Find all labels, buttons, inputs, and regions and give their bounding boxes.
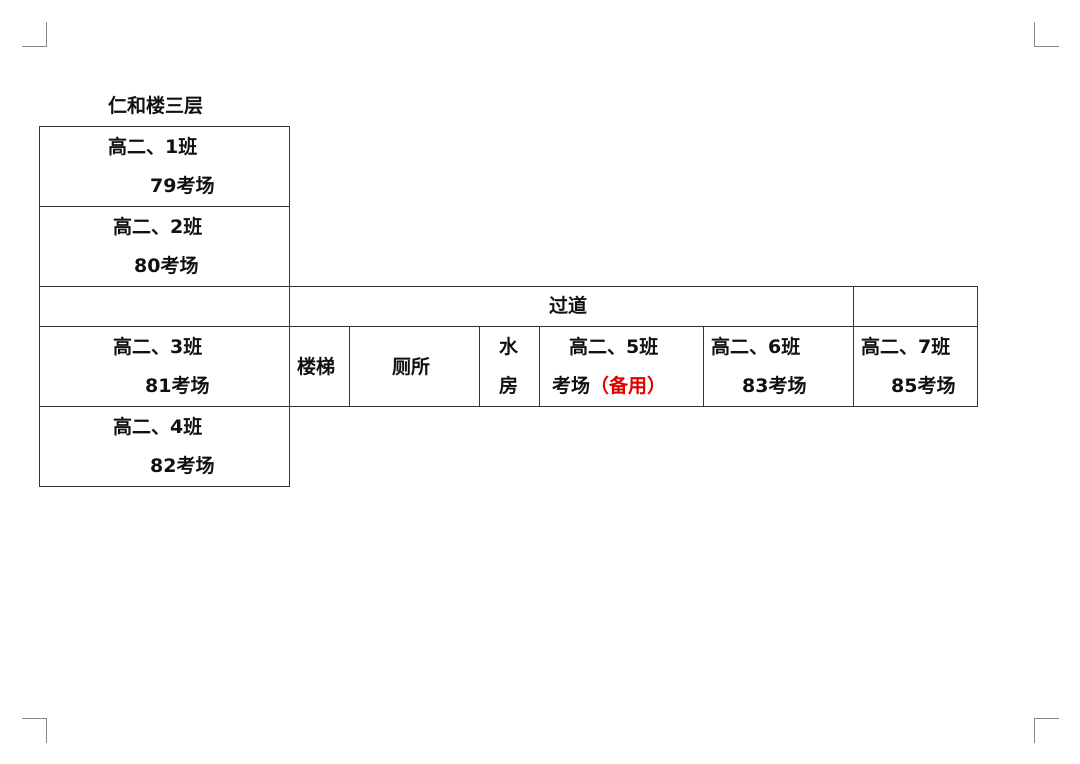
exam-room-label: 83考场 xyxy=(742,375,807,397)
exam-room-label: 82考场 xyxy=(150,455,215,477)
page-title: 仁和楼三层 xyxy=(108,95,204,117)
corner-mark-tl xyxy=(46,22,47,47)
class-label: 高二、4班 xyxy=(113,416,203,438)
corridor-right-empty xyxy=(853,286,978,327)
backup-note: （备用） xyxy=(590,375,667,397)
water-room-label: 房 xyxy=(499,375,519,397)
class-label: 高二、5班 xyxy=(569,336,659,358)
room-class-4 xyxy=(39,406,290,487)
exam-room-label: 80考场 xyxy=(134,255,199,277)
class-label: 高二、6班 xyxy=(711,336,801,358)
corner-mark-tr xyxy=(1034,46,1059,47)
exam-room-label: 85考场 xyxy=(891,375,956,397)
class-label: 高二、1班 xyxy=(108,136,198,158)
corner-mark-tl xyxy=(22,46,47,47)
exam-room-text: 考场 xyxy=(552,375,591,397)
exam-room-label: 79考场 xyxy=(150,175,215,197)
corridor-left-empty xyxy=(39,286,290,327)
corner-mark-br xyxy=(1034,718,1059,719)
class-label: 高二、7班 xyxy=(861,336,951,358)
room-class-7 xyxy=(853,326,978,407)
toilet-label: 厕所 xyxy=(392,356,431,378)
corner-mark-bl xyxy=(46,718,47,743)
corner-mark-br xyxy=(1034,718,1035,743)
exam-room-label: 81考场 xyxy=(145,375,210,397)
class-label: 高二、2班 xyxy=(113,216,203,238)
corner-mark-tr xyxy=(1034,22,1035,47)
class-label: 高二、3班 xyxy=(113,336,203,358)
exam-room-label: 考场（备用） xyxy=(552,374,666,398)
water-room-label: 水 xyxy=(499,336,519,358)
corner-mark-bl xyxy=(22,718,47,719)
stairs-label: 楼梯 xyxy=(297,356,336,378)
corridor-label: 过道 xyxy=(549,295,588,317)
